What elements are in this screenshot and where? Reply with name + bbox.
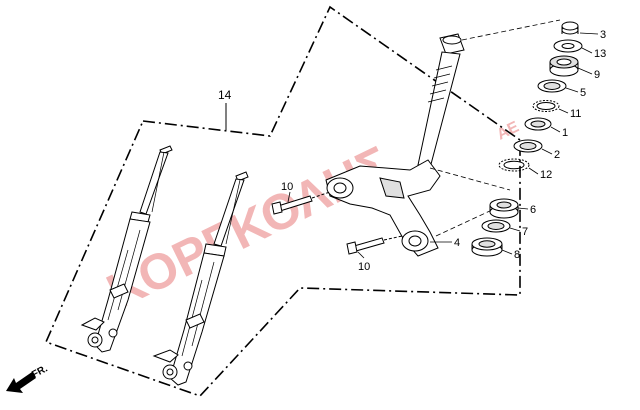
part-1-race <box>524 117 552 131</box>
fork-leg-left <box>80 145 173 353</box>
callout-14-label: 14 <box>218 88 232 102</box>
front-direction-marker: FR. <box>6 363 50 393</box>
front-marker-label: FR. <box>30 363 50 380</box>
callout-9: 9 <box>594 69 600 81</box>
part-9-locknut <box>549 55 579 77</box>
callout-3: 3 <box>600 29 606 41</box>
part-6-race <box>489 198 519 219</box>
callout-13: 13 <box>594 48 606 60</box>
callout-14: 14 <box>218 88 232 130</box>
bolt-lower <box>346 235 403 255</box>
callout-10-upper: 10 <box>281 181 293 193</box>
part-8-race <box>471 237 503 257</box>
callout-1: 1 <box>562 127 568 139</box>
part-2-race <box>513 139 543 153</box>
callout-2: 2 <box>554 149 560 161</box>
part-11-bearing <box>532 100 560 112</box>
assembly-boundary <box>44 5 521 397</box>
part-3-nut <box>561 21 579 35</box>
callout-4: 4 <box>454 237 460 249</box>
callout-7: 7 <box>522 226 528 238</box>
callout-8: 8 <box>514 249 520 261</box>
part-12-bearing <box>498 158 530 172</box>
callout-10-lower: 10 <box>358 261 370 273</box>
callout-12: 12 <box>540 169 552 181</box>
bolt-upper <box>271 191 331 215</box>
steering-stem <box>325 33 465 257</box>
part-13-washer <box>553 39 583 53</box>
arrow-down-left-icon <box>6 372 36 393</box>
callout-11: 11 <box>570 108 581 120</box>
fork-leg-right <box>152 171 249 386</box>
callout-5: 5 <box>580 87 586 99</box>
part-5-race <box>537 79 567 93</box>
part-7-seal <box>481 219 511 233</box>
callout-6: 6 <box>530 204 536 216</box>
watermark: ΚΟΡΓΚΟΛΗΣ ΑΕ <box>98 118 522 319</box>
